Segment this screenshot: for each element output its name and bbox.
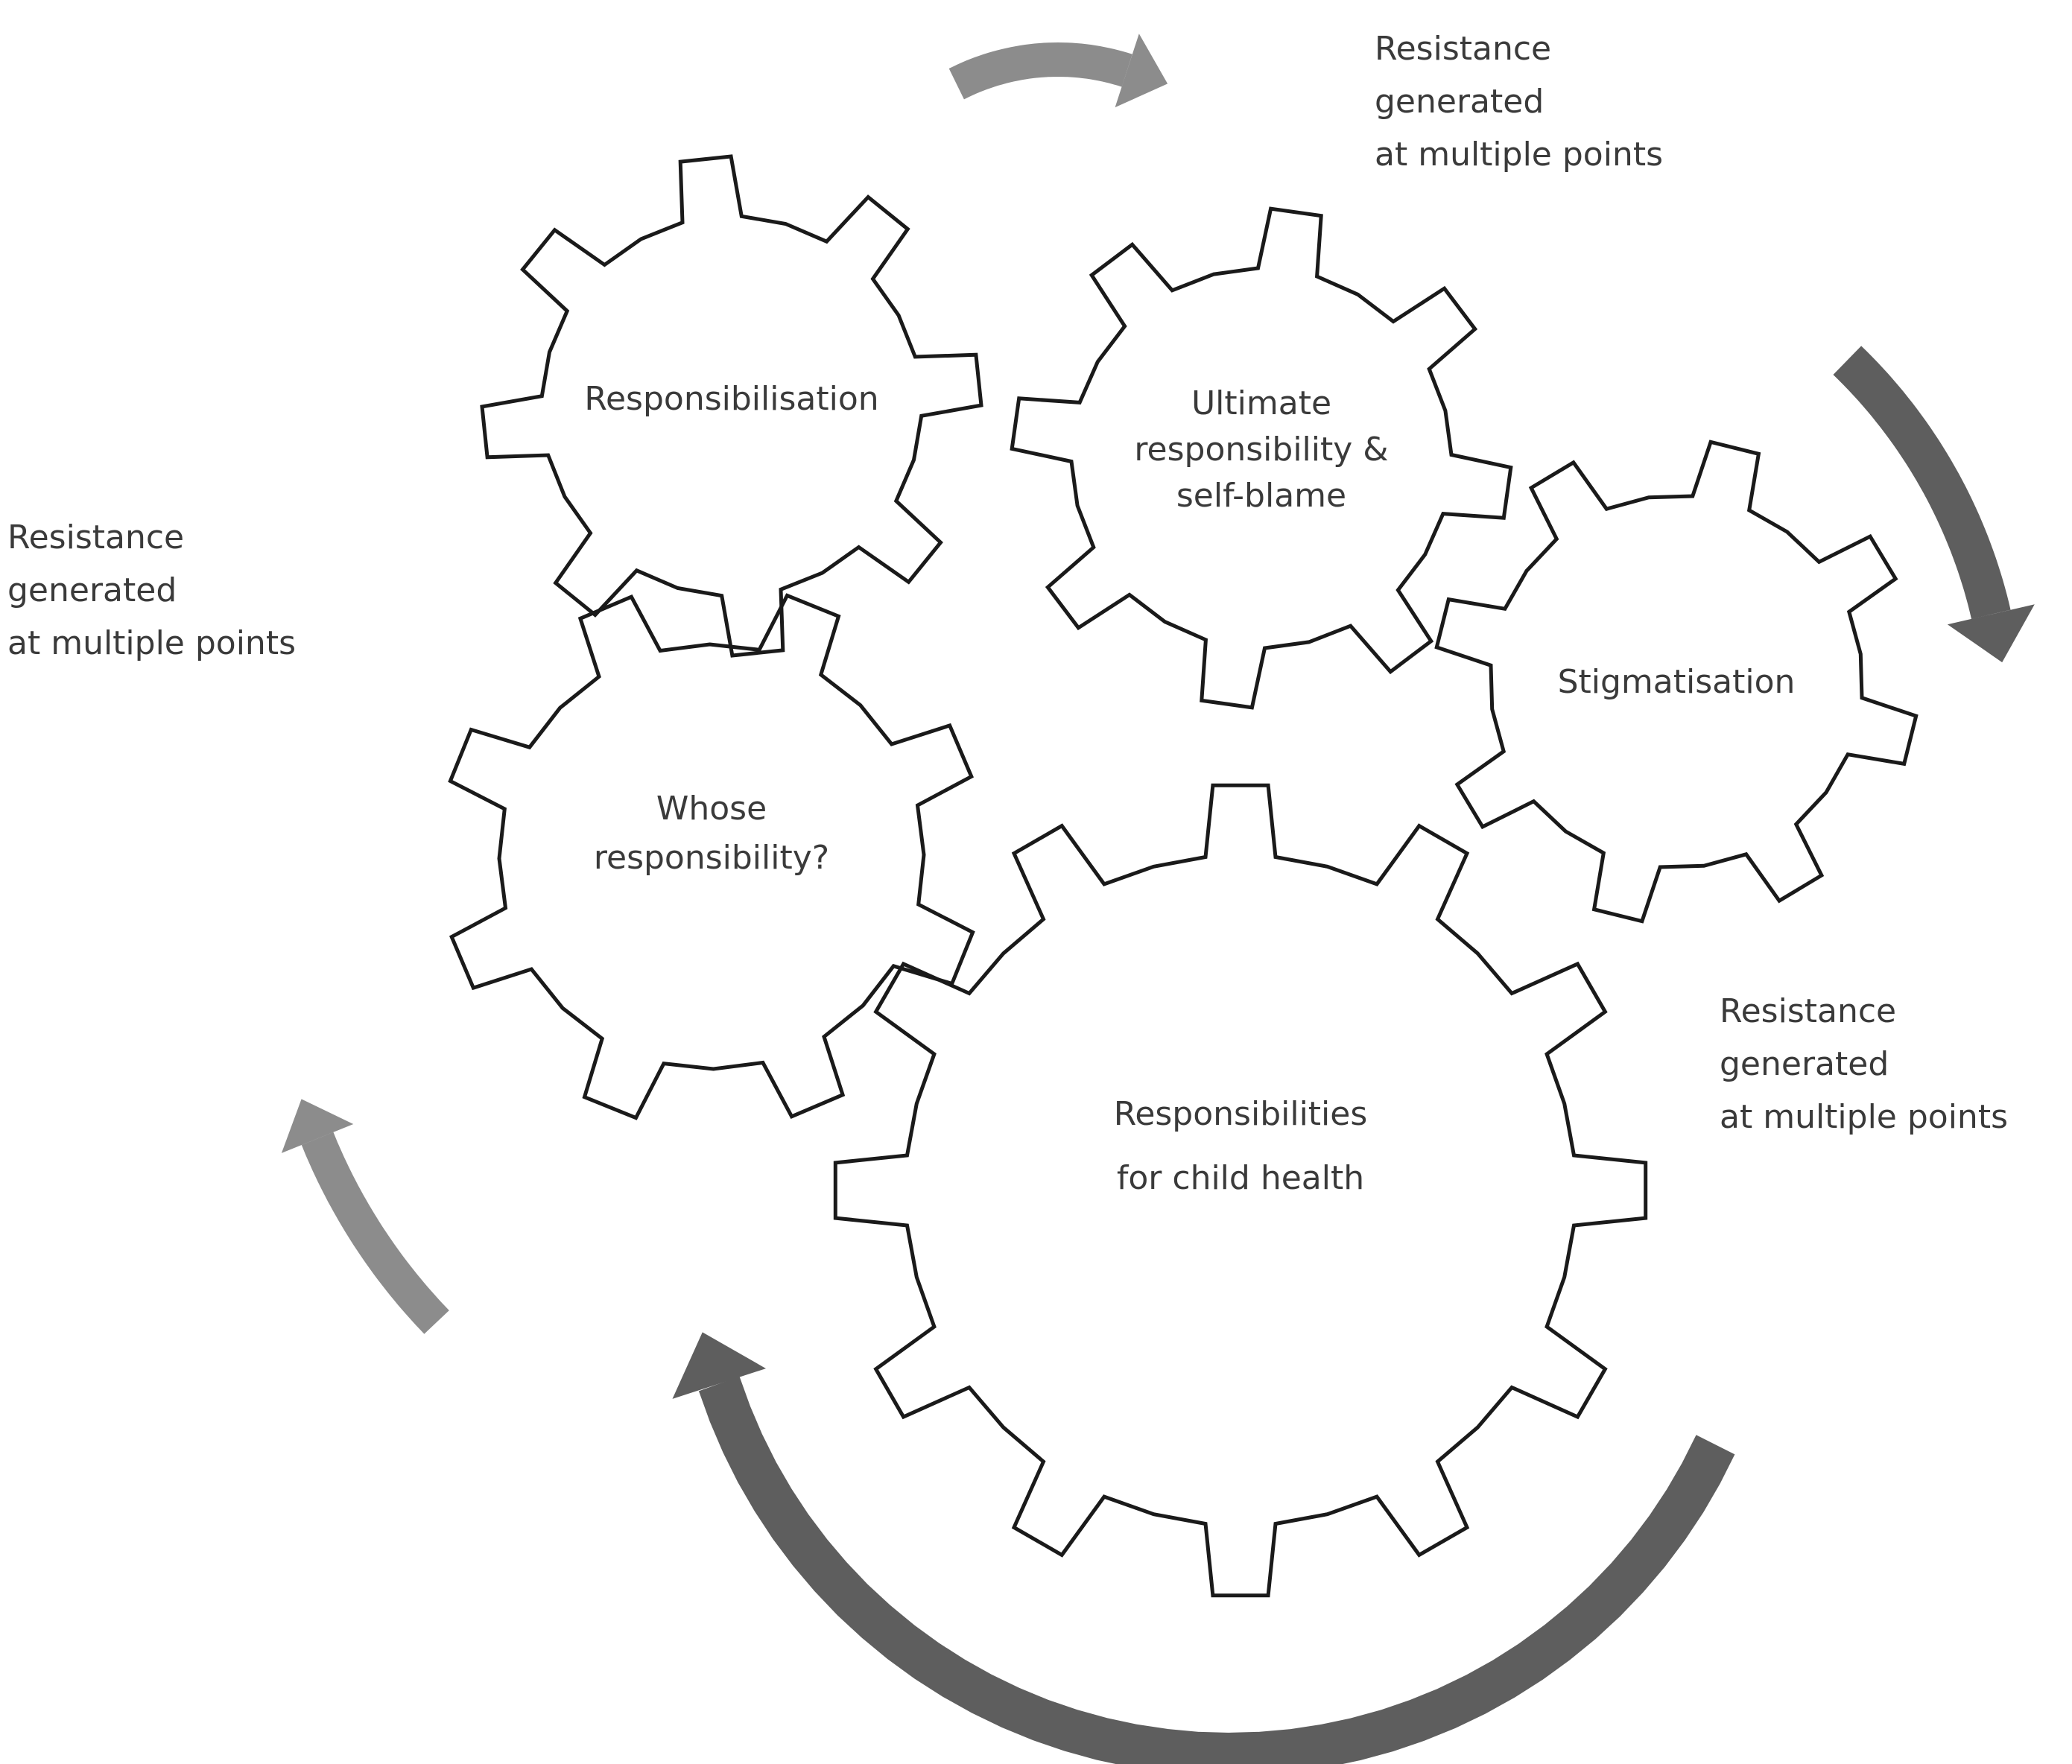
resistance-note-line: Resistance	[1720, 992, 1897, 1030]
gear-label-whose: Whose	[656, 790, 767, 828]
gear-responsibilisation	[480, 154, 983, 658]
resistance-note-line: at multiple points	[1375, 136, 1663, 174]
arrow-right-body	[1833, 346, 2011, 620]
arrow-right-head	[1947, 604, 2035, 663]
resistance-note-line: generated	[1375, 83, 1545, 121]
gear-label-responsibilisation: Responsibilisation	[584, 380, 878, 418]
resistance-note-right: Resistance generated at multiple points	[1720, 985, 2008, 1143]
arrow-bottom-head	[672, 1332, 766, 1399]
arrow-left-head	[281, 1099, 354, 1153]
resistance-note-line: generated	[1720, 1045, 1889, 1083]
gear-label-ultimate: self-blame	[1176, 477, 1346, 515]
arrow-bottom-body	[698, 1376, 1735, 1764]
gear-child-health	[833, 783, 1648, 1598]
gear-label-ultimate: Ultimate	[1191, 384, 1331, 422]
gear-label-stigmatisation: Stigmatisation	[1558, 663, 1796, 701]
resistance-note-top-right: Resistance generated at multiple points	[1375, 22, 1663, 181]
resistance-note-line: generated	[7, 571, 177, 609]
resistance-note-line: at multiple points	[7, 624, 296, 662]
gear-label-whose: responsibility?	[594, 839, 829, 877]
arrow-top-head	[1115, 34, 1168, 108]
gear-label-ultimate: responsibility &	[1134, 431, 1388, 469]
resistance-note-line: at multiple points	[1720, 1098, 2008, 1136]
gear-labels: Responsibilisation Ultimate responsibility…	[584, 380, 1795, 1197]
gear-label-child-health: Responsibilities	[1114, 1095, 1368, 1133]
resistance-note-line: Resistance	[1375, 30, 1552, 68]
resistance-note-left: Resistance generated at multiple points	[7, 511, 296, 670]
gear-whose	[448, 593, 975, 1120]
gear-label-child-health: for child health	[1117, 1159, 1364, 1197]
cycle-arrows	[281, 34, 2035, 1764]
arrow-left-body	[301, 1132, 449, 1334]
resistance-note-line: Resistance	[7, 518, 185, 556]
gear-stigmatisation	[1434, 440, 1919, 924]
gear-ultimate	[1010, 206, 1513, 710]
arrow-top-body	[948, 42, 1132, 100]
gear-group	[448, 154, 1919, 1598]
